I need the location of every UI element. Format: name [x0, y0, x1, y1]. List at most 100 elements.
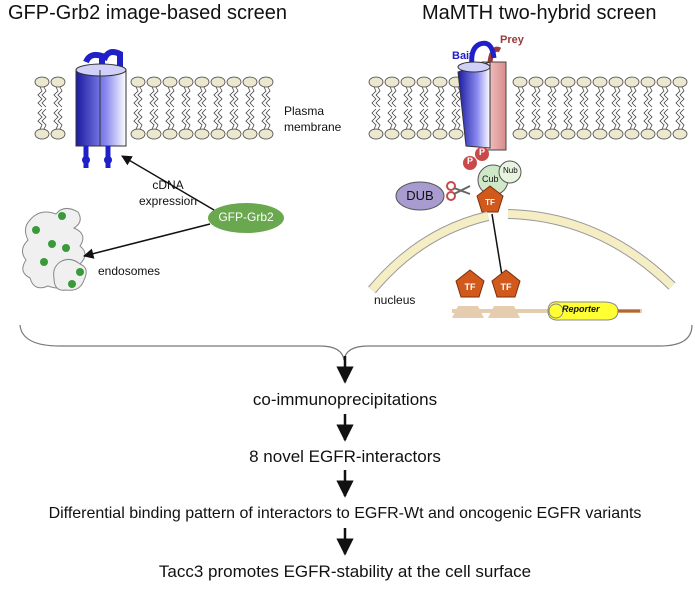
lipid-tail [547, 86, 553, 108]
lipid-tail [455, 108, 461, 130]
dub-label: DUB [406, 188, 434, 203]
lipid-tail [551, 86, 557, 108]
gfp-dots [32, 212, 84, 288]
flow-step-4: Tacc3 promotes EGFR-stability at the cel… [158, 562, 532, 581]
lipid-tail [217, 86, 223, 108]
lipid-head [560, 128, 576, 140]
lipid-head [194, 128, 210, 140]
lipid-tail [153, 86, 159, 108]
lipid-tail [249, 108, 255, 130]
lipid-tail [245, 86, 251, 108]
lipid-head [368, 128, 384, 140]
left-egfr-receptor [75, 49, 127, 168]
lipid-tail [229, 108, 235, 130]
phospho-label-1: P [479, 147, 486, 157]
lipid-head [576, 76, 592, 88]
lipid-tail [659, 108, 665, 130]
lipid-head [400, 76, 416, 88]
lipid-head [146, 76, 162, 88]
lipid-tail [181, 108, 187, 130]
membrane-label-line1: Plasma [284, 104, 325, 118]
lipid-tail [547, 108, 553, 130]
left-plasma-membrane [34, 76, 274, 140]
lipid-tail [615, 108, 621, 130]
lipid-head [560, 76, 576, 88]
lipid-tail [261, 86, 267, 108]
right-panel-title: MaMTH two-hybrid screen [422, 2, 657, 24]
bait-receptor [457, 40, 497, 149]
lipid-tail [53, 108, 59, 130]
lipid-tail [647, 86, 653, 108]
lipid-tail [659, 86, 665, 108]
arrow-to-receptor [121, 155, 215, 211]
lipid-head [178, 128, 194, 140]
lipid-tail [371, 108, 377, 130]
lipid-tail [535, 86, 541, 108]
grouping-brace [19, 324, 693, 361]
lipid-head [162, 128, 178, 140]
lipid-tail [519, 86, 525, 108]
nucleus-label: nucleus [374, 293, 416, 307]
lipid-tail [185, 86, 191, 108]
membrane-label-line2: membrane [284, 120, 342, 134]
lipid-tail [567, 108, 573, 130]
lipid-tail [423, 86, 429, 108]
lipid-tail [213, 86, 219, 108]
lipid-tail [37, 86, 43, 108]
reporter-construct [452, 301, 642, 321]
lipid-head [544, 76, 560, 88]
lipid-tail [371, 86, 377, 108]
lipid-head [368, 76, 384, 88]
lipid-head [544, 128, 560, 140]
lipid-head [512, 128, 528, 140]
expression-label-line2: expression [138, 194, 198, 208]
lipid-tail [391, 86, 397, 108]
lipid-tail [265, 86, 271, 108]
lipid-tail [185, 108, 191, 130]
lipid-head [226, 76, 242, 88]
lipid-tail [675, 86, 681, 108]
phospho-sites [463, 147, 489, 170]
lipid-head [640, 128, 656, 140]
lipid-tail [643, 108, 649, 130]
lipid-tail [387, 108, 393, 130]
lipid-tail [133, 86, 139, 108]
lipid-tail [563, 108, 569, 130]
lipid-head [656, 128, 672, 140]
lipid-tail [611, 86, 617, 108]
lipid-tail [563, 86, 569, 108]
flow-step-2: 8 novel EGFR-interactors [249, 447, 441, 466]
lipid-head [432, 128, 448, 140]
lipid-tail [387, 86, 393, 108]
lipid-head [656, 76, 672, 88]
endosomes-illustration [22, 208, 87, 291]
lipid-head [432, 76, 448, 88]
tf-bound-2 [491, 269, 521, 298]
lipid-head [258, 76, 274, 88]
lipid-tail [217, 108, 223, 130]
lipid-head [528, 128, 544, 140]
lipid-tail [595, 108, 601, 130]
lipid-tail [679, 86, 685, 108]
lipid-tail [627, 108, 633, 130]
prey-label: Prey [500, 34, 524, 46]
lipid-tail [181, 86, 187, 108]
lipid-tail [391, 108, 397, 130]
lipid-tail [611, 108, 617, 130]
lipid-tail [261, 108, 267, 130]
lipid-head [226, 128, 242, 140]
lipid-head [384, 128, 400, 140]
flow-step-1: co-immunoprecipitations [252, 390, 438, 409]
lipid-head [210, 76, 226, 88]
expression-label-line1: cDNA [152, 178, 184, 192]
lipid-head [242, 128, 258, 140]
lipid-head [162, 76, 178, 88]
lipid-tail [567, 86, 573, 108]
lipid-tail [599, 86, 605, 108]
lipid-head [50, 128, 66, 140]
lipid-head [130, 128, 146, 140]
lipid-tail [233, 108, 239, 130]
phospho-label-2: P [467, 156, 474, 166]
lipid-tail [451, 86, 457, 108]
